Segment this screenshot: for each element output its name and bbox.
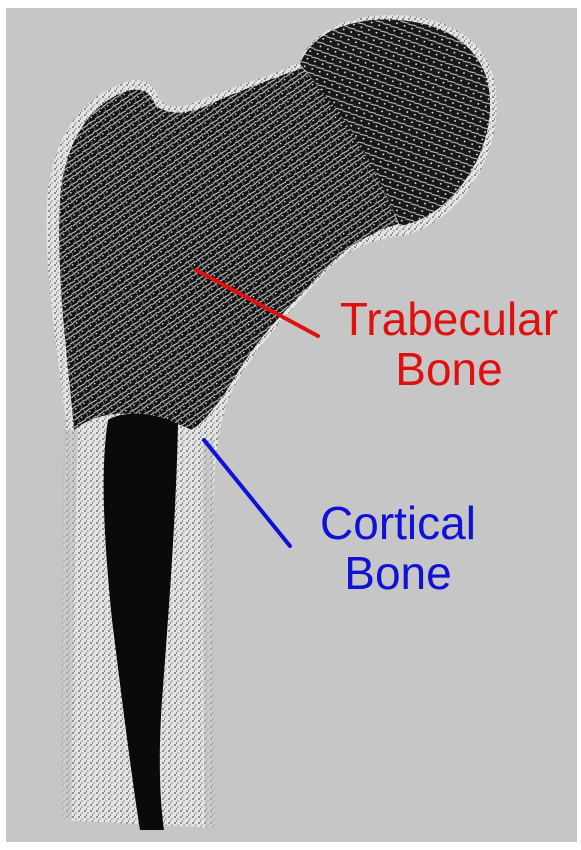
cortical-pointer-line [204,440,290,546]
trabecular-label-line2: Bone [318,344,580,394]
cortical-bone-label: Cortical Bone [300,498,496,598]
trabecular-bone-label: Trabecular Bone [318,294,580,394]
cortical-label-line1: Cortical [300,498,496,548]
cortical-label-line2: Bone [300,548,496,598]
trabecular-label-line1: Trabecular [318,294,580,344]
